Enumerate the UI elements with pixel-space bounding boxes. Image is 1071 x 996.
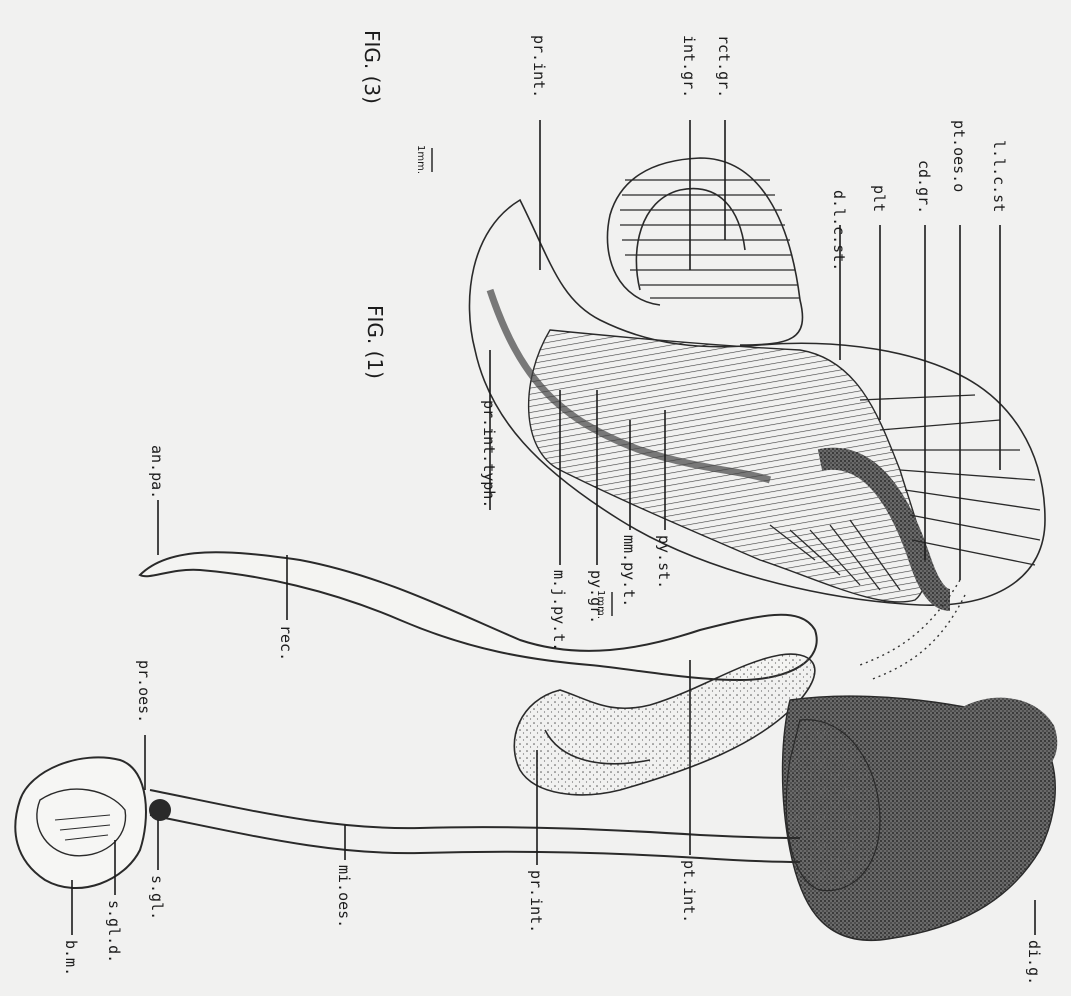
label-pt-oes-o: pt.oes.o bbox=[950, 120, 968, 192]
label-s-gl: s.gl. bbox=[148, 875, 166, 920]
label-di-g: di.g. bbox=[1025, 940, 1043, 985]
label-d-l-c-st: d.l.c.st. bbox=[830, 190, 848, 271]
label-int-gr: int.gr. bbox=[680, 35, 698, 98]
label-py-gr: py.gr. bbox=[587, 570, 605, 624]
label-pr-oes: pr.oes. bbox=[135, 660, 153, 723]
label-an-pa: an.pa. bbox=[148, 445, 166, 499]
label-pr-int-fig3: pr.int. bbox=[530, 35, 548, 98]
rectum bbox=[140, 552, 817, 680]
label-pr-int-typh: pr.int.typh. bbox=[480, 400, 498, 508]
fig3-caption: FIG. (3) bbox=[360, 30, 384, 104]
label-rec: rec. bbox=[277, 625, 295, 661]
label-pt-int: pt.int. bbox=[680, 860, 698, 923]
label-b-m: b.m. bbox=[62, 940, 80, 976]
label-py-st: py.st. bbox=[655, 535, 673, 589]
oesophagus bbox=[150, 790, 800, 838]
label-mi-oes: mi.oes. bbox=[335, 865, 353, 928]
buccal-mass bbox=[15, 757, 146, 888]
fig3-scale-bar: 1mm. bbox=[415, 145, 426, 174]
label-mm-py-t: mm.py.t. bbox=[620, 535, 638, 607]
label-l-c-st: l.l.c.st bbox=[990, 140, 1008, 212]
salivary-gland bbox=[149, 799, 171, 821]
label-m-j-py-t: m.j.py.t. bbox=[550, 570, 568, 651]
label-cd-gr: cd.gr. bbox=[915, 160, 933, 214]
label-plt: plt bbox=[870, 185, 888, 212]
label-s-gl-d: s.gl.d. bbox=[105, 900, 123, 963]
fig1-caption: FIG. (1) bbox=[363, 305, 387, 379]
label-rct-gr: rct.gr. bbox=[715, 35, 733, 98]
label-pr-int-fig1: pr.int. bbox=[527, 870, 545, 933]
